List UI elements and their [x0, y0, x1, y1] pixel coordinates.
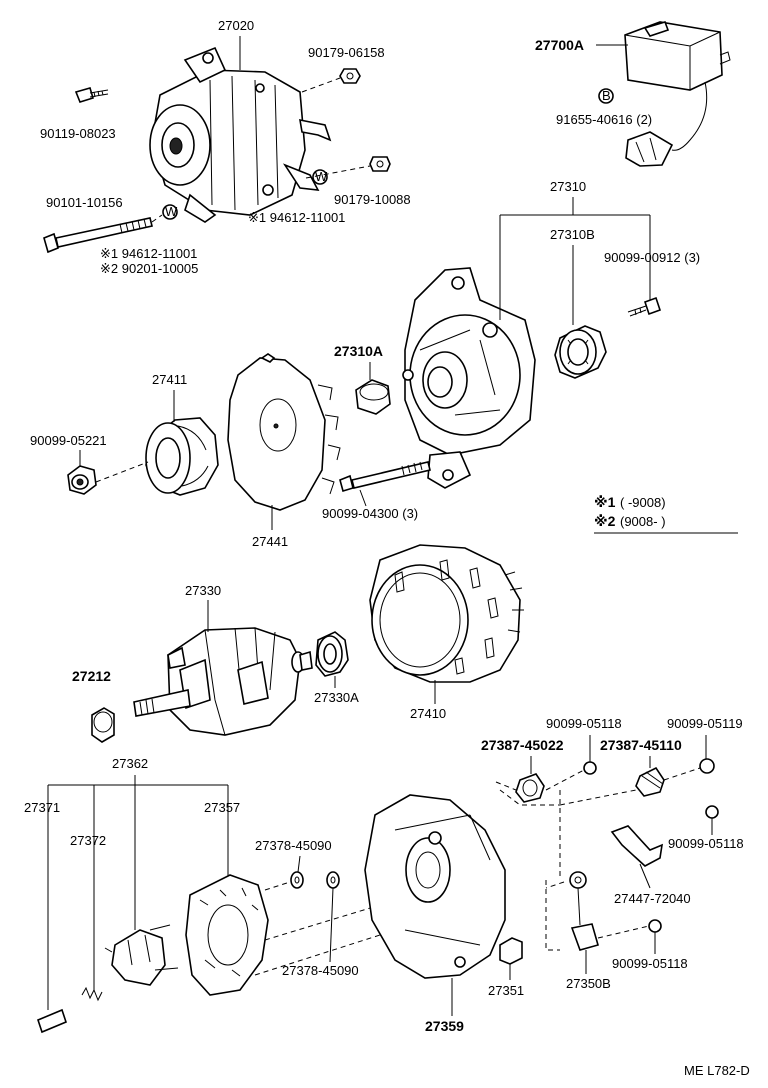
nut-90099-05118-b-part — [705, 805, 719, 819]
bolt-b-mark: B — [598, 88, 614, 104]
insulator-27387-45022-part — [515, 773, 545, 803]
washer-w-left: W — [162, 204, 178, 220]
label-27410: 27410 — [410, 706, 446, 721]
note-1-mark: ※1 — [594, 494, 616, 510]
nut-90099-05118-c-part — [648, 919, 662, 933]
rotor-27330-part — [133, 627, 313, 736]
washer-w-right: W — [312, 169, 328, 185]
label-94612-11001-right: ※1 94612-11001 — [248, 210, 345, 225]
drive-end-frame-27310-part — [402, 267, 536, 489]
label-90179-06158: 90179-06158 — [308, 45, 385, 60]
label-94612-11001-left: ※1 94612-11001 — [100, 246, 197, 261]
label-27447-72040: 27447-72040 — [614, 891, 691, 906]
label-90099-05118-bottom: 90099-05118 — [612, 956, 688, 971]
bearing-27310b-part — [554, 325, 607, 379]
note-2-text: (9008- ) — [620, 514, 666, 529]
label-90101-10156: 90101-10156 — [46, 195, 123, 210]
fan-27441-part — [227, 353, 341, 511]
nut-90099-05118-a-part — [583, 761, 597, 775]
label-27362: 27362 — [112, 756, 148, 771]
svg-text:W: W — [165, 204, 178, 219]
nut-90099-05221-part — [67, 465, 97, 495]
label-27350b: 27350B — [566, 976, 611, 991]
label-90179-10088: 90179-10088 — [334, 192, 411, 207]
svg-text:B: B — [602, 88, 611, 103]
nut-90179-06158-part — [339, 68, 361, 84]
label-27310: 27310 — [550, 179, 586, 194]
note-1-text: ( -9008) — [620, 495, 666, 510]
spacer-27310a-part — [355, 379, 391, 415]
label-90099-05118-right: 90099-05118 — [668, 836, 744, 851]
label-27371: 27371 — [24, 800, 60, 815]
label-27387-45022: 27387-45022 — [481, 737, 564, 753]
label-27359: 27359 — [425, 1018, 464, 1034]
terminal-27350b-part — [569, 871, 599, 951]
screw-90099-00912-part — [627, 296, 662, 317]
label-27387-45110: 27387-45110 — [600, 737, 682, 753]
bracket-27447-72040-part — [610, 825, 664, 867]
label-27310a: 27310A — [334, 343, 383, 359]
rectifier-end-frame-27359-part — [364, 794, 506, 979]
diagram-code: ME L782-D — [684, 1063, 750, 1078]
label-90099-05119: 90099-05119 — [667, 716, 743, 731]
spring-27372-part — [81, 986, 103, 1002]
label-90099-00912: 90099-00912 (3) — [604, 250, 700, 265]
alternator-assembly-part — [149, 46, 332, 223]
label-27330a: 27330A — [314, 690, 359, 705]
label-27357: 27357 — [204, 800, 240, 815]
label-90099-05221: 90099-05221 — [30, 433, 107, 448]
nut-90179-10088-part — [369, 156, 391, 172]
collar-27212-part — [91, 707, 115, 743]
insulator-27387-45110-part — [635, 766, 665, 797]
bolt-90119-08023-part — [74, 87, 109, 103]
label-27212: 27212 — [72, 668, 111, 684]
label-27700a: 27700A — [535, 37, 584, 53]
label-90099-04300: 90099-04300 (3) — [322, 506, 418, 521]
label-90099-05118-top: 90099-05118 — [546, 716, 622, 731]
svg-text:W: W — [315, 169, 328, 184]
label-27310b: 27310B — [550, 227, 595, 242]
note-2-mark: ※2 — [594, 513, 616, 529]
label-27378-45090-top: 27378-45090 — [255, 838, 332, 853]
insulator-27378-45090-a — [290, 871, 304, 889]
pulley-27411-part — [145, 417, 219, 496]
label-27441: 27441 — [252, 534, 288, 549]
notes-legend: ※1 ( -9008) ※2 (9008- ) — [594, 494, 738, 534]
insulator-27378-45090-b — [326, 871, 340, 889]
label-90201-10005: ※2 90201-10005 — [100, 261, 198, 276]
label-27378-45090-bottom: 27378-45090 — [282, 963, 359, 978]
label-27372: 27372 — [70, 833, 106, 848]
label-91655-40616: 91655-40616 (2) — [556, 112, 652, 127]
cap-27351-part — [499, 937, 523, 965]
label-27411: 27411 — [152, 372, 187, 387]
brush-holder-27362-part — [104, 924, 179, 986]
label-90119-08023: 90119-08023 — [40, 126, 116, 141]
brush-27371-part — [37, 1008, 67, 1034]
stator-27410-part — [369, 544, 524, 683]
nut-90099-05119-part — [699, 758, 715, 774]
bolt-90099-04300-part — [339, 461, 431, 493]
bearing-27330a-part — [315, 631, 349, 677]
regulator-27700a-part — [624, 21, 731, 167]
rectifier-27357-part — [185, 874, 269, 996]
long-bolt-90101-10156-part — [43, 217, 153, 254]
label-27351: 27351 — [488, 983, 524, 998]
label-27330: 27330 — [185, 583, 221, 598]
label-27020: 27020 — [218, 18, 254, 33]
